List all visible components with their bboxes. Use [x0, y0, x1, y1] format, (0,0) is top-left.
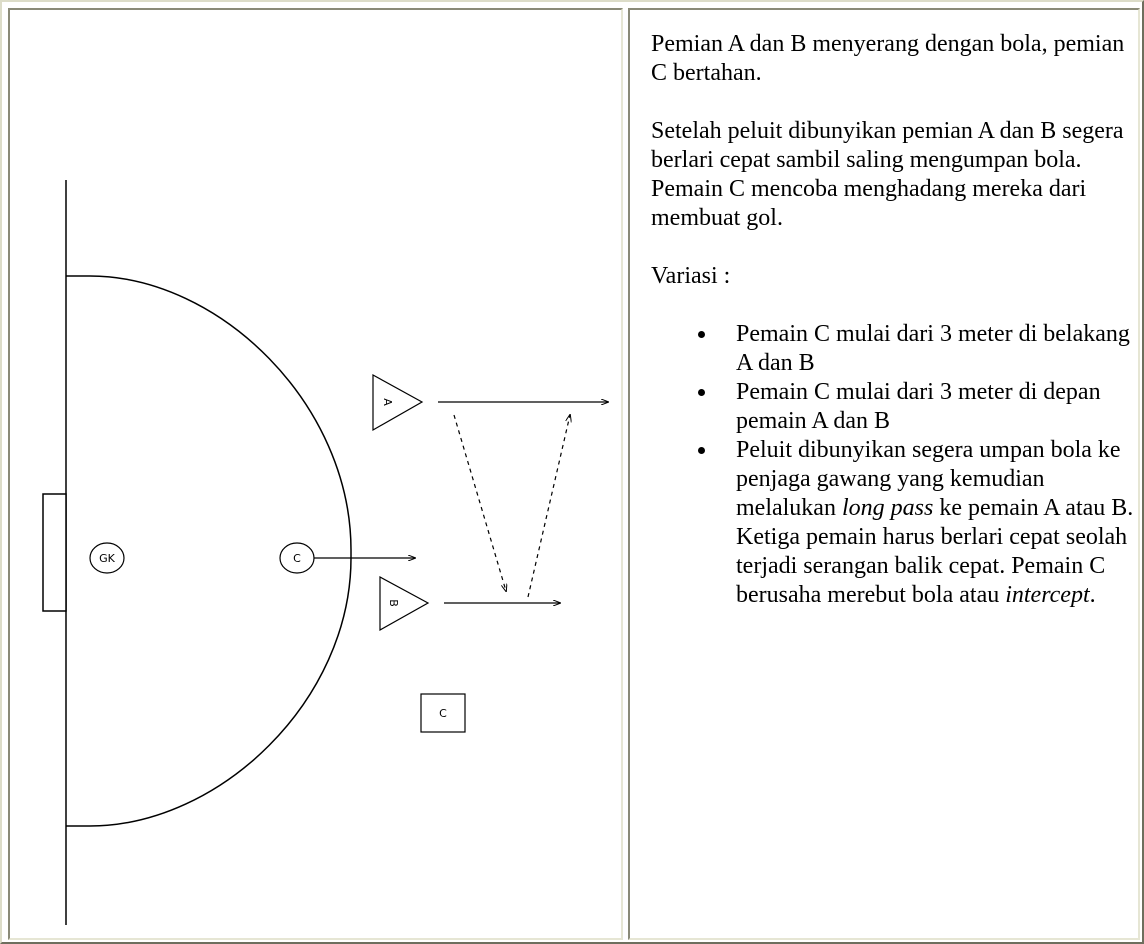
bullet-icon	[698, 331, 705, 338]
variation-text: Pemain C mulai dari 3 meter di belakang …	[736, 321, 1130, 376]
variation-item: Pemain C mulai dari 3 meter di depan pem…	[698, 378, 1139, 436]
variations-heading: Variasi :	[651, 263, 731, 289]
variation-item: Pemain C mulai dari 3 meter di belakang …	[698, 320, 1139, 378]
attacker-a-marker	[372, 373, 424, 432]
diagram-cell: GK C A B C	[8, 8, 623, 940]
instructions-cell: Pemian A dan B menyerang dengan bola, pe…	[628, 8, 1140, 940]
variations-list: Pemain C mulai dari 3 meter di belakang …	[651, 320, 1139, 610]
goal-box	[42, 493, 67, 612]
drill-paragraph: Setelah peluit dibunyikan pemian A dan B…	[651, 118, 1124, 231]
goalkeeper-label: GK	[99, 552, 116, 565]
attacker-b-marker	[379, 575, 430, 632]
bullet-icon	[698, 389, 705, 396]
coach-label: C	[439, 707, 447, 720]
attacker-a-label: A	[381, 398, 394, 406]
intro-paragraph: Pemian A dan B menyerang dengan bola, pe…	[651, 31, 1125, 86]
defender-c-label: C	[293, 552, 301, 565]
attacker-b-label: B	[387, 599, 400, 607]
variation-text: Pemain C mulai dari 3 meter di depan pem…	[736, 379, 1101, 434]
goalkeeper-marker	[89, 542, 125, 574]
variation-text: Peluit dibunyikan segera umpan bola ke p…	[736, 437, 1121, 521]
instructions-text: Pemian A dan B menyerang dengan bola, pe…	[651, 30, 1139, 610]
bullet-icon	[698, 447, 705, 454]
intercept-term: intercept	[1005, 582, 1090, 608]
variation-text: ke pemain A atau B. Ketiga pemain harus …	[736, 495, 1134, 608]
drill-diagram: GK C A B C	[42, 180, 621, 925]
pass-a-to-b-arrow	[453, 414, 506, 591]
long-pass-term: long pass	[841, 495, 934, 521]
pass-b-to-a-arrow	[527, 415, 570, 598]
variation-text: .	[1089, 582, 1096, 608]
variation-item: Peluit dibunyikan segera umpan bola ke p…	[698, 436, 1139, 610]
coach-box	[420, 693, 466, 733]
goal-area-arc	[66, 275, 352, 827]
